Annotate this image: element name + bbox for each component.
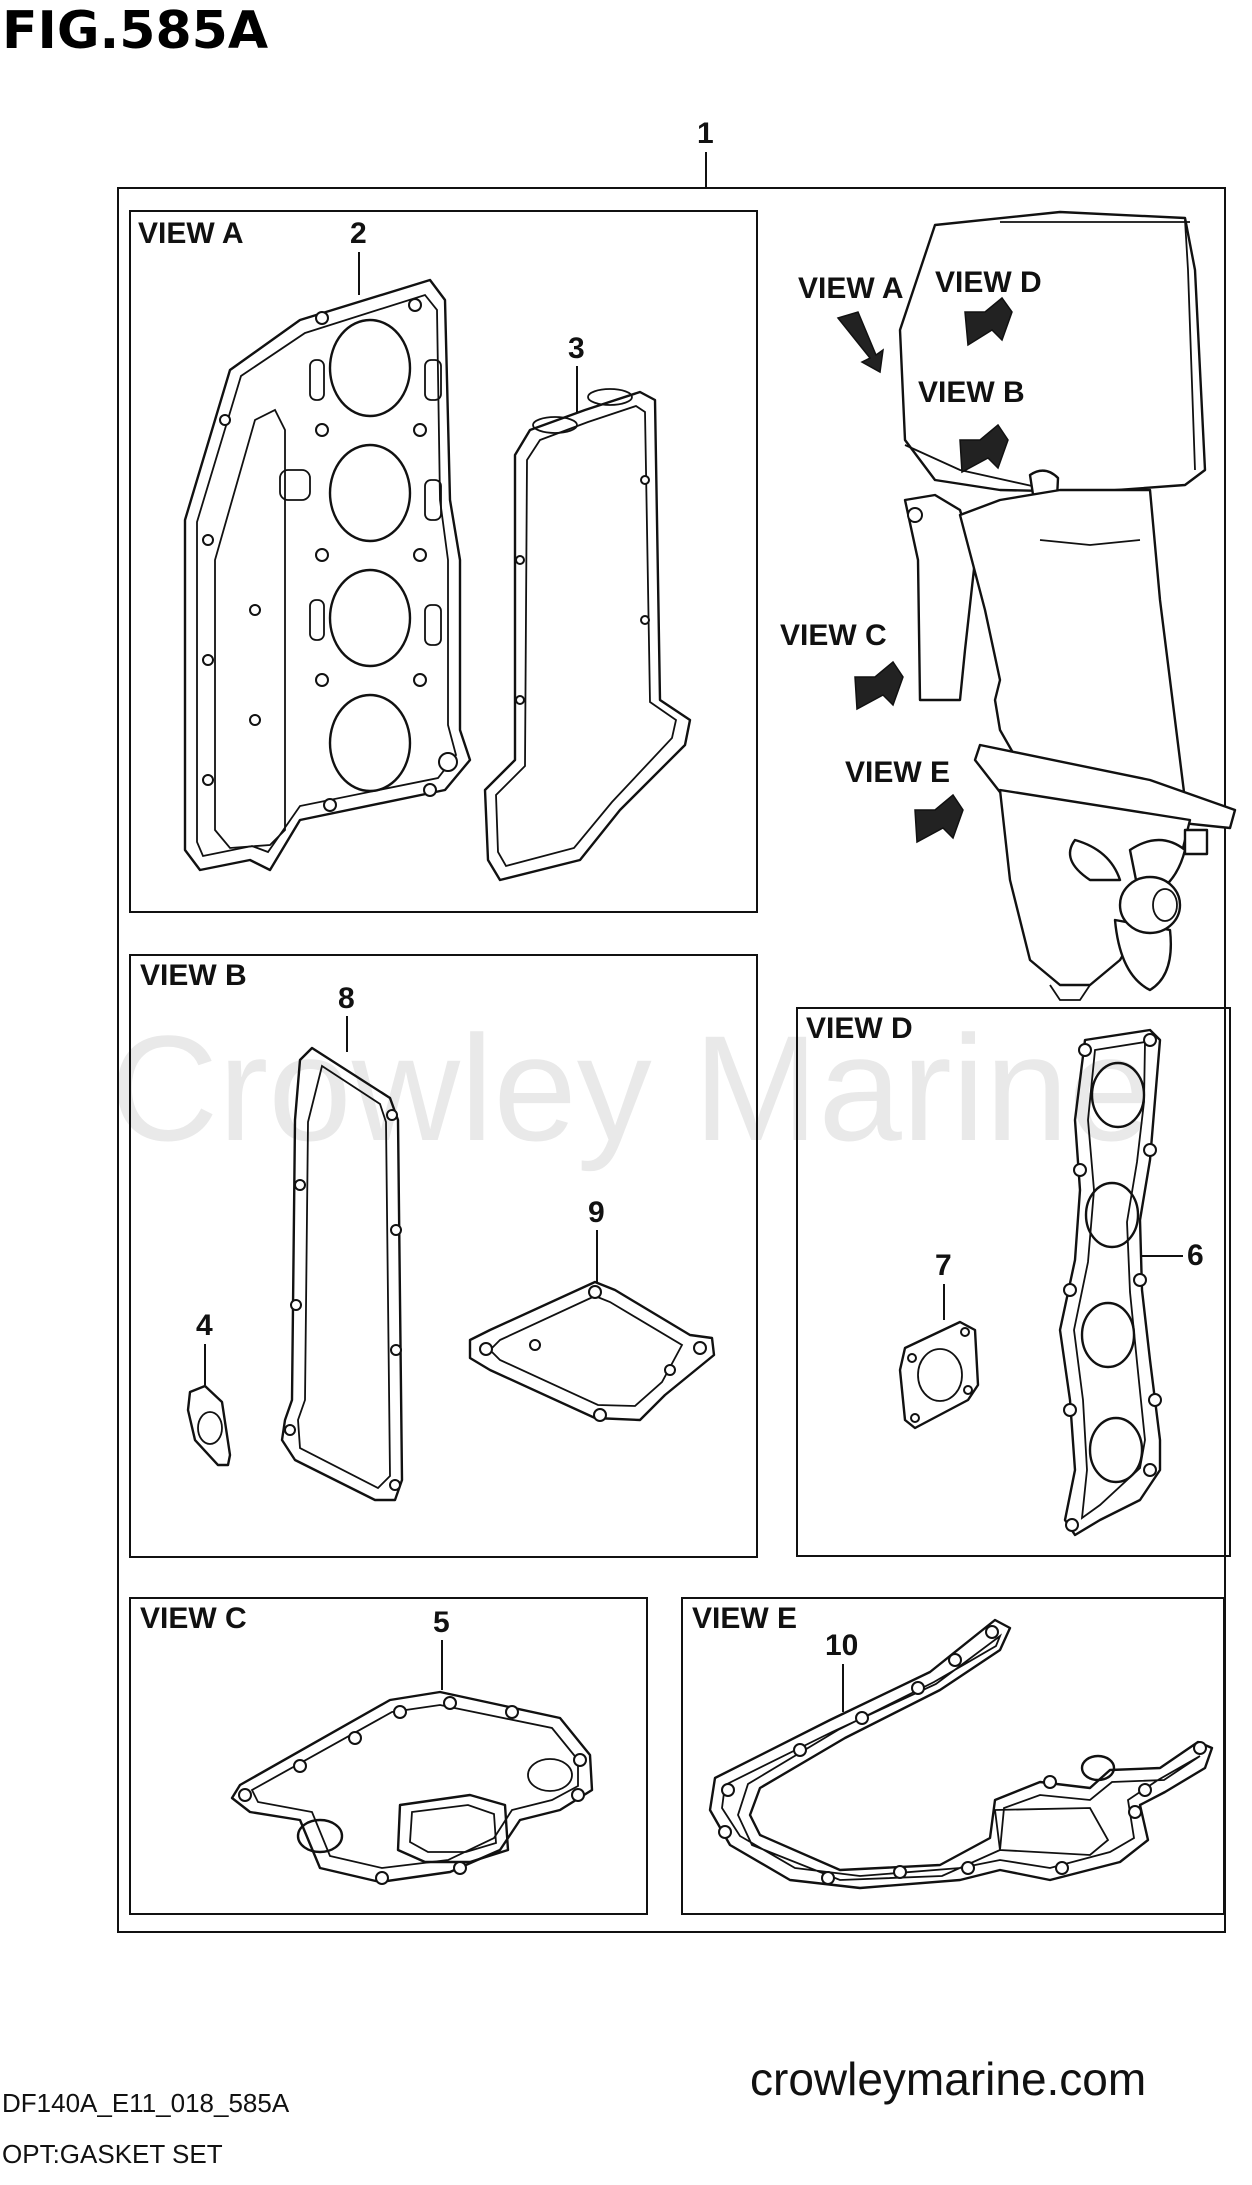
view-e-label: VIEW E (692, 1602, 797, 1635)
motor-cowling (898, 210, 1207, 494)
callout-7: 7 (935, 1249, 952, 1282)
gasket-part-10 (708, 1618, 1214, 1890)
view-e-box (681, 1597, 1225, 1915)
view-b-panel: VIEW B 8 4 9 (129, 954, 758, 1558)
gasket-part-9 (468, 1280, 716, 1422)
cylinder-head-gasket (183, 278, 472, 872)
footer-caption: OPT:GASKET SET (2, 2139, 223, 2169)
view-b-label: VIEW B (140, 959, 247, 992)
callout-10: 10 (825, 1629, 858, 1662)
callout-4: 4 (196, 1309, 213, 1342)
motor-label-view-d: VIEW D (935, 266, 1042, 299)
motor-label-view-e: VIEW E (845, 756, 950, 789)
gasket-part-5 (230, 1690, 594, 1885)
footer-code: DF140A_E11_018_585A (2, 2088, 290, 2118)
motor-label-view-b: VIEW B (918, 376, 1025, 409)
view-c-box (129, 1597, 648, 1915)
view-b-box (129, 954, 758, 1558)
view-d-box (796, 1007, 1231, 1557)
main-frame (117, 187, 1226, 1933)
callout-6: 6 (1187, 1239, 1204, 1272)
view-d-label: VIEW D (806, 1012, 913, 1045)
propeller (1068, 828, 1209, 992)
view-a-panel: VIEW A 2 3 (129, 210, 758, 913)
arrow-view-d (964, 296, 1013, 347)
callout-2: 2 (350, 217, 367, 250)
arrow-view-a (836, 311, 884, 374)
footer-site: crowleymarine.com (750, 2053, 1146, 2105)
gasket-part-7 (898, 1320, 980, 1430)
view-c-panel: VIEW C 5 (129, 1597, 648, 1915)
view-d-panel: VIEW D 6 7 (796, 1007, 1231, 1557)
outboard-motor: VIEW A VIEW D VIEW B VIEW C VIEW E (780, 210, 1237, 1001)
figure-title: FIG.585A (2, 1, 268, 61)
view-e-panel: VIEW E 10 (681, 1597, 1225, 1915)
watermark: Crowley Marine (110, 1004, 1152, 1172)
gasket-part-4 (186, 1384, 232, 1467)
motor-label-view-c: VIEW C (780, 619, 887, 652)
view-c-label: VIEW C (140, 1602, 247, 1635)
arrow-view-e (914, 793, 964, 844)
head-cover-gasket (483, 388, 692, 882)
motor-label-view-a: VIEW A (798, 272, 904, 305)
callout-3: 3 (568, 332, 585, 365)
callout-9: 9 (588, 1196, 605, 1229)
arrow-view-c (854, 660, 904, 711)
gasket-part-6 (1058, 1028, 1162, 1537)
callout-8: 8 (338, 982, 355, 1015)
view-a-label: VIEW A (138, 217, 244, 250)
motor-midsection (903, 493, 977, 702)
gasket-part-8 (280, 1046, 404, 1502)
arrow-view-b (959, 423, 1009, 474)
view-a-box (129, 210, 758, 913)
callout-5: 5 (433, 1606, 450, 1639)
callout-1: 1 (697, 117, 714, 150)
